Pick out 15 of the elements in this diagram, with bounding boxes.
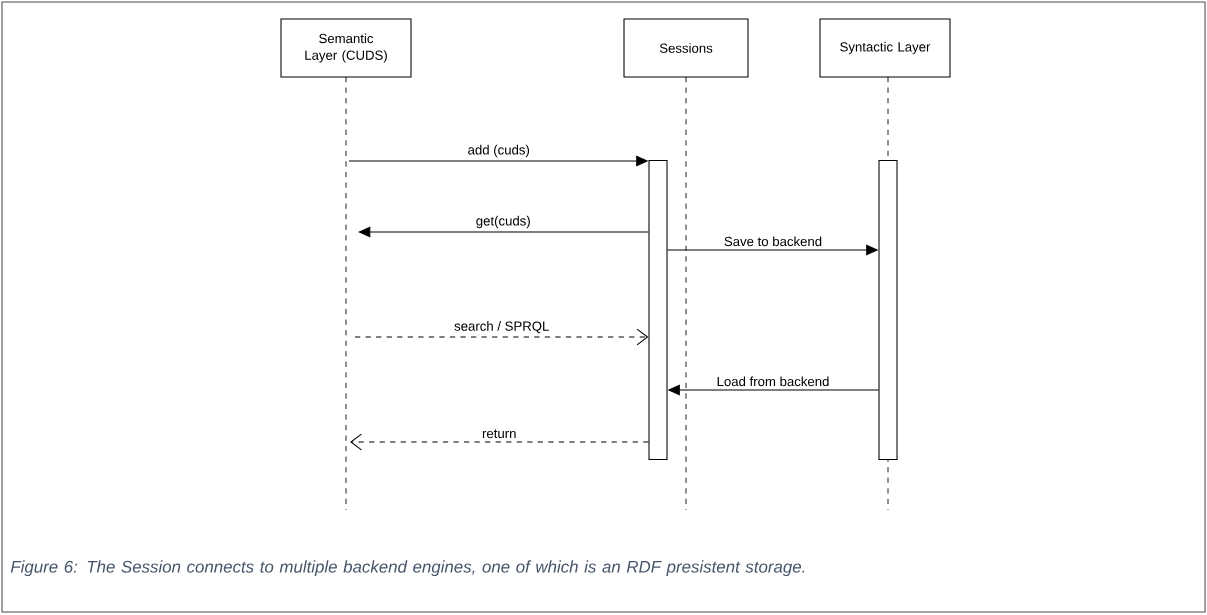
caption: Figure 6: The Session connects to multiple backend engines, one of which is an RDF presistent storage. — [10, 560, 805, 577]
activation-bar — [648, 159, 668, 461]
message-arrow — [354, 328, 649, 346]
edge-label: return — [482, 429, 516, 439]
edge-label: add (cuds) — [468, 144, 530, 158]
message-arrow — [358, 226, 649, 238]
participant-box: Syntactic Layer — [819, 18, 951, 78]
activation-bar — [878, 159, 898, 461]
edge-label: Load from backend — [717, 376, 829, 387]
edge-label: Save to backend — [724, 236, 822, 247]
participant-box: Sessions — [623, 18, 749, 78]
participant-box: Semantic Layer (CUDS) — [280, 18, 412, 78]
edge-label: get(cuds) — [476, 215, 530, 229]
message-arrow — [350, 433, 649, 451]
edge-label: search / SPRQL — [454, 321, 549, 334]
